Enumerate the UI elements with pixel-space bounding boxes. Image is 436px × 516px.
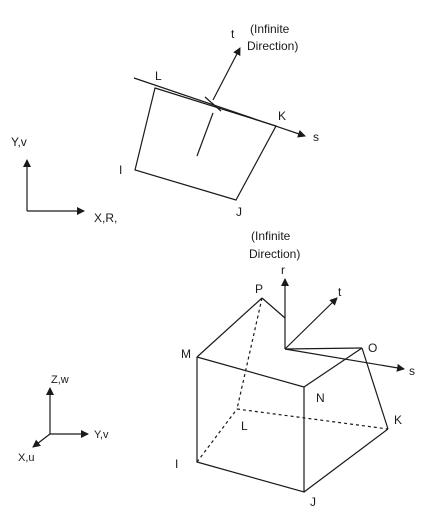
top-x-axis-label: X,R,: [94, 211, 117, 225]
top-t-axis-upper: [212, 47, 241, 101]
bottom-y-axis-label: Y,v: [94, 429, 109, 441]
bottom-axis-r-label: r: [281, 263, 285, 277]
edge-n-o: [303, 347, 363, 388]
bottom-node-i: I: [175, 457, 178, 471]
top-y-axis-label: Y,v: [11, 135, 27, 149]
top-global-axes: Y,v X,R,: [11, 135, 117, 225]
top-infinite-label-line1: (Infinite: [250, 22, 290, 36]
top-node-l: L: [155, 69, 162, 83]
top-axis-t-label: t: [231, 27, 235, 41]
bottom-axis-t-label: t: [338, 285, 342, 299]
top-infinite-label-line2: Direction): [247, 39, 298, 53]
top-center-tick: [204, 96, 222, 112]
hidden-edge-p-l: [236, 297, 263, 410]
edge-o-k: [361, 347, 389, 430]
edge-j-k: [303, 428, 389, 493]
top-node-k: K: [278, 109, 286, 123]
bottom-x-axis-arrow: [32, 433, 51, 448]
hidden-edge-l-k: [236, 408, 389, 430]
top-axis-s-label: s: [313, 130, 319, 144]
bottom-t-axis: [284, 297, 338, 350]
bottom-node-n: N: [316, 391, 325, 405]
bottom-node-l: L: [241, 419, 248, 433]
bottom-infinite-element: P M N O L K I J r t s (Infinite Directio…: [175, 229, 415, 509]
bottom-infinite-label-line2: Direction): [249, 247, 300, 261]
top-node-i: I: [119, 163, 122, 177]
bottom-axis-s-label: s: [409, 364, 415, 378]
top-infinite-element: L K I J t s (Infinite Direction): [119, 22, 319, 219]
top-s-axis: [133, 77, 306, 138]
edge-m-p: [196, 297, 263, 358]
bottom-node-o: O: [368, 341, 377, 355]
bottom-node-m: M: [181, 347, 191, 361]
top-element-quad: [134, 87, 277, 201]
edge-p-r-origin: [261, 297, 286, 319]
bottom-node-k: K: [394, 413, 402, 427]
edge-origin-o: [284, 347, 363, 350]
bottom-s-axis: [284, 348, 405, 372]
bottom-front-face: [196, 356, 305, 493]
bottom-node-j: J: [310, 495, 316, 509]
bottom-global-axes: Z,w Y,v X,u: [18, 374, 109, 464]
top-t-axis-lower: [196, 112, 214, 157]
bottom-infinite-label-line1: (Infinite: [251, 229, 291, 243]
hidden-edge-i-l: [196, 408, 238, 463]
bottom-x-axis-label: X,u: [18, 452, 35, 464]
top-node-j: J: [236, 205, 242, 219]
bottom-node-p: P: [255, 282, 263, 296]
bottom-z-axis-label: Z,w: [51, 374, 69, 386]
